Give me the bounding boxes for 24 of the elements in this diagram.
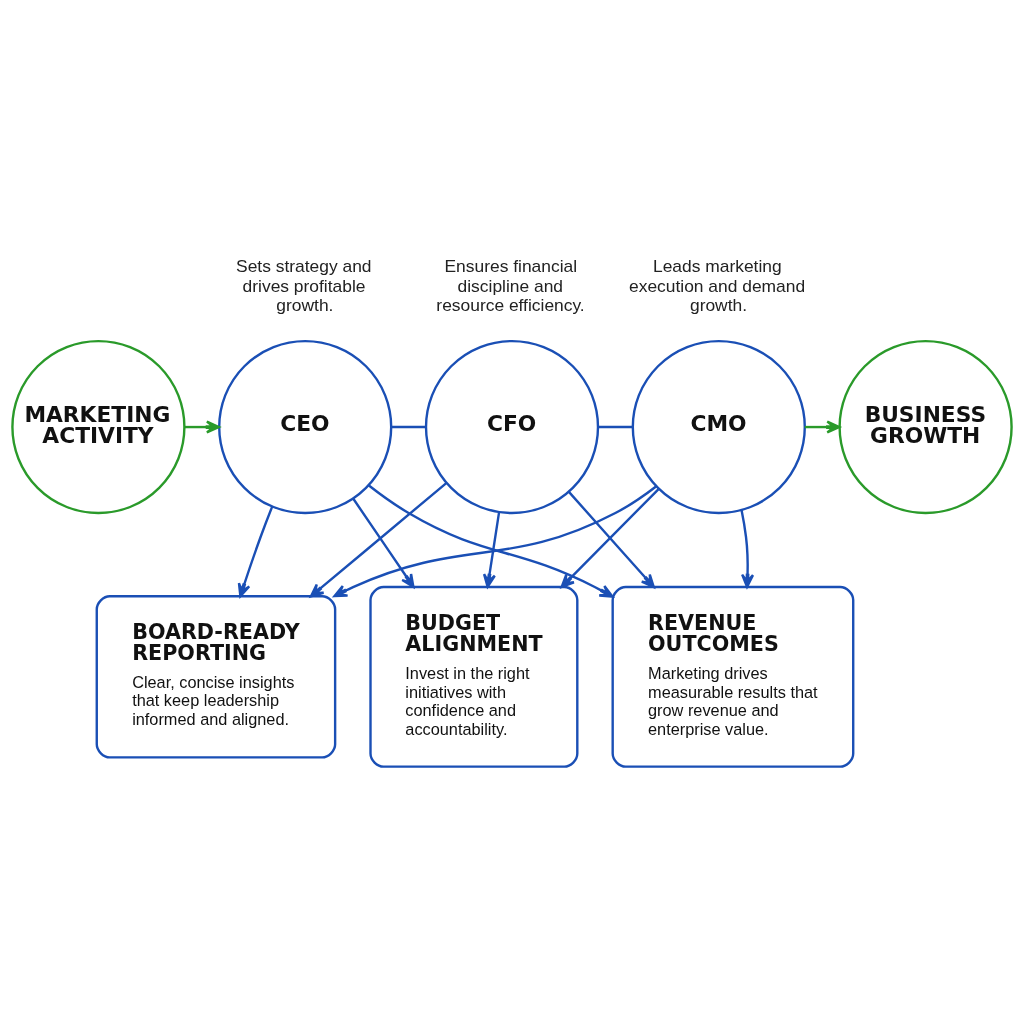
arrow bbox=[740, 509, 755, 588]
arrow bbox=[482, 511, 501, 588]
arrow bbox=[237, 505, 274, 597]
node-circle: CMO bbox=[631, 339, 806, 514]
node-circle: CEO bbox=[218, 339, 393, 514]
connector bbox=[598, 425, 633, 428]
node-box: BUDGET ALIGNMENT Invest in the right initiatives with confidence and accountability. bbox=[369, 585, 579, 768]
node-circle: MARKETING ACTIVITY bbox=[11, 339, 186, 514]
arrow bbox=[568, 490, 655, 588]
node-circle: CFO bbox=[424, 339, 600, 514]
arrow bbox=[560, 487, 660, 588]
node-label: Ensures financial discipline and resource efficiency. bbox=[436, 255, 585, 315]
arrow bbox=[309, 481, 448, 597]
node-circle: BUSINESS GROWTH bbox=[838, 339, 1013, 514]
arrow bbox=[184, 419, 221, 434]
node-box: REVENUE OUTCOMES Marketing drives measurable results that grow revenue and enterprise value. bbox=[611, 585, 855, 768]
node-label: Sets strategy and drives profitable growth. bbox=[236, 255, 372, 315]
node-box: BOARD-READY REPORTING Clear, concise insights that keep leadership informed and aligned. bbox=[95, 594, 337, 759]
arrow bbox=[352, 497, 415, 588]
connector bbox=[391, 425, 426, 428]
arrow bbox=[367, 483, 614, 598]
arrow bbox=[333, 484, 658, 597]
arrow bbox=[804, 419, 841, 434]
node-label: Leads marketing execution and demand growth. bbox=[629, 255, 806, 315]
